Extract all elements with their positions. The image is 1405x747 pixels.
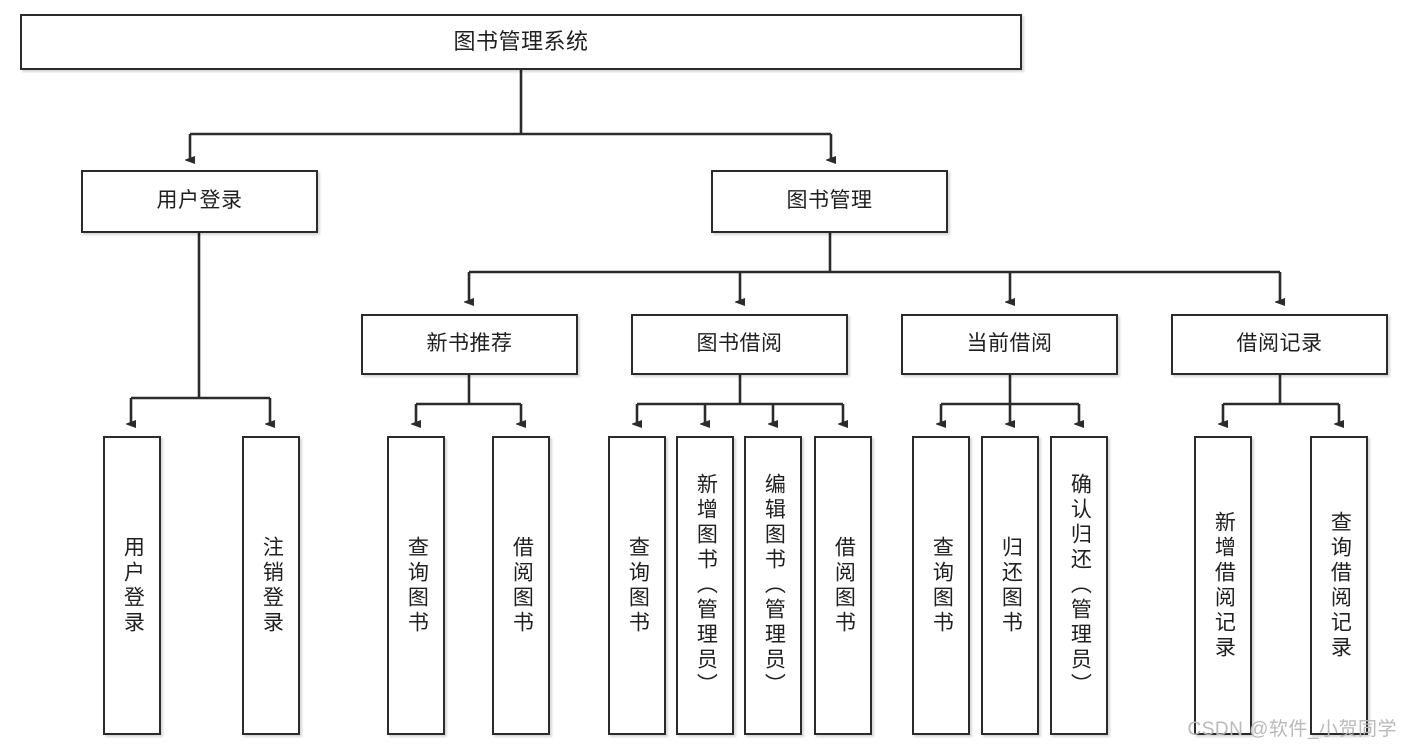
node-label: 图书管理系统: [453, 29, 589, 55]
node-root-system[interactable]: 图书管理系统: [20, 14, 1022, 70]
leaf-add-borrow-record[interactable]: 新增借阅记录: [1194, 436, 1252, 735]
node-label: 新书推荐: [426, 332, 513, 356]
node-label: 归还图书: [999, 535, 1023, 636]
node-label: 查询借阅记录: [1328, 510, 1352, 661]
node-label: 借阅图书: [510, 535, 534, 636]
node-label: 注销登录: [260, 535, 284, 636]
node-label: 查询图书: [405, 535, 429, 636]
node-label: 借阅图书: [832, 535, 856, 636]
node-label: 新增图书（管理员）: [694, 473, 718, 698]
node-label: 编辑图书（管理员）: [762, 473, 786, 698]
node-book-management[interactable]: 图书管理: [711, 170, 948, 233]
leaf-logout-login[interactable]: 注销登录: [242, 436, 300, 735]
node-label: 借阅记录: [1236, 332, 1323, 356]
node-book-borrow[interactable]: 图书借阅: [631, 314, 848, 375]
node-label: 图书管理: [786, 189, 873, 213]
leaf-query-borrow-record[interactable]: 查询借阅记录: [1310, 436, 1368, 735]
node-new-book-recommend[interactable]: 新书推荐: [361, 314, 578, 375]
leaf-return-book[interactable]: 归还图书: [981, 436, 1039, 735]
leaf-query-book-recommend[interactable]: 查询图书: [387, 436, 445, 735]
leaf-add-book-admin[interactable]: 新增图书（管理员）: [676, 436, 734, 735]
node-user-login[interactable]: 用户登录: [81, 170, 318, 233]
node-label: 当前借阅: [966, 332, 1053, 356]
node-current-borrow[interactable]: 当前借阅: [901, 314, 1118, 375]
node-label: 查询图书: [626, 535, 650, 636]
leaf-query-book-current[interactable]: 查询图书: [912, 436, 970, 735]
leaf-query-book-borrow[interactable]: 查询图书: [608, 436, 666, 735]
leaf-edit-book-admin[interactable]: 编辑图书（管理员）: [744, 436, 802, 735]
node-label: 用户登录: [156, 189, 243, 213]
node-borrow-records[interactable]: 借阅记录: [1171, 314, 1388, 375]
node-label: 用户登录: [121, 535, 145, 636]
leaf-user-login[interactable]: 用户登录: [103, 436, 161, 735]
leaf-borrow-book[interactable]: 借阅图书: [814, 436, 872, 735]
node-label: 新增借阅记录: [1212, 510, 1236, 661]
leaf-borrow-book-recommend[interactable]: 借阅图书: [492, 436, 550, 735]
node-label: 确认归还（管理员）: [1068, 473, 1092, 698]
node-label: 图书借阅: [696, 332, 783, 356]
node-label: 查询图书: [930, 535, 954, 636]
leaf-confirm-return-admin[interactable]: 确认归还（管理员）: [1050, 436, 1108, 735]
